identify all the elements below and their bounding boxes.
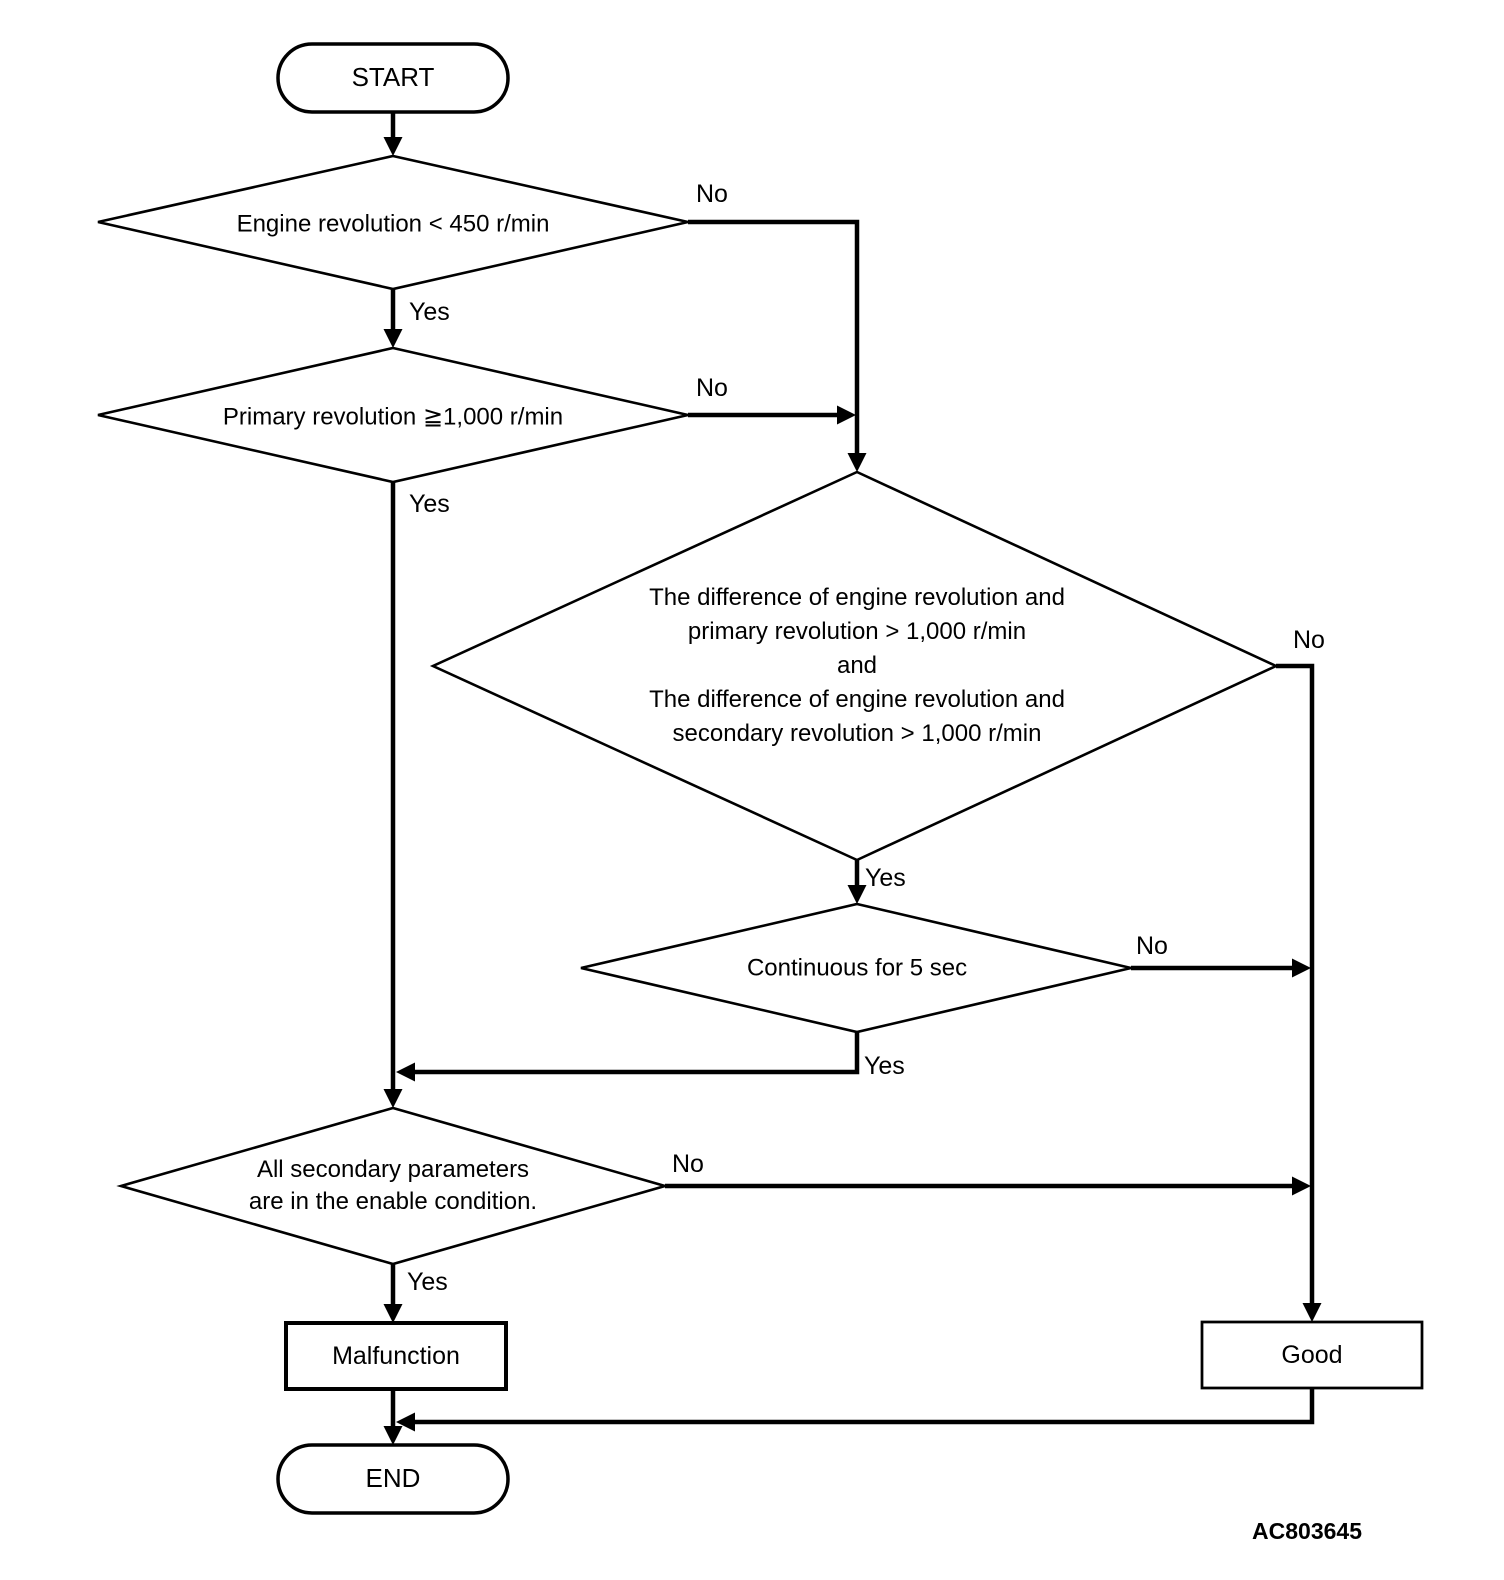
- primary-revolution-no-label: No: [696, 374, 728, 402]
- decision-secondary-parameters-shape: [116, 1106, 670, 1266]
- arrowhead-left-icon: [396, 1412, 415, 1432]
- arrowhead-right-icon: [1292, 1176, 1311, 1196]
- engine-revolution-yes-label: Yes: [409, 298, 450, 326]
- end-node-label: END: [365, 1463, 421, 1494]
- engine-revolution-no-label: No: [696, 180, 728, 208]
- arrowhead-down-icon: [383, 1089, 403, 1108]
- decision-continuous-shape: [580, 902, 1132, 1034]
- arrowhead-right-icon: [837, 405, 856, 425]
- arrowhead-down-icon: [383, 137, 403, 156]
- edge-good-to-end: [412, 1388, 1315, 1425]
- secondary-parameters-yes-label: Yes: [407, 1268, 448, 1296]
- decision-primary-revolution-shape: [97, 346, 689, 484]
- arrowhead-down-icon: [1302, 1303, 1322, 1322]
- arrowhead-left-icon: [396, 1062, 415, 1082]
- primary-revolution-yes-label: Yes: [409, 490, 450, 518]
- arrowheads: [383, 137, 1322, 1445]
- arrowhead-down-icon: [383, 1304, 403, 1323]
- decision-engine-revolution-label: Engine revolution < 450 r/min: [236, 210, 550, 238]
- continuous-no-label: No: [1136, 932, 1168, 960]
- end-node-shape: [276, 1443, 510, 1515]
- decision-revolution-difference-shape: [429, 470, 1280, 862]
- secondary-parameters-no-label: No: [672, 1150, 704, 1178]
- node-shapes: [97, 42, 1424, 1515]
- arrowhead-down-icon: [383, 329, 403, 348]
- malfunction-node-shape: [284, 1321, 508, 1391]
- decision-engine-revolution-shape: [97, 154, 689, 291]
- continuous-yes-label: Yes: [864, 1052, 905, 1080]
- start-node-shape: [276, 42, 510, 114]
- decision-revolution-difference-label: The difference of engine revolution and …: [649, 584, 1065, 747]
- revolution-difference-yes-label: Yes: [865, 864, 906, 892]
- malfunction-node-label: Malfunction: [332, 1341, 460, 1370]
- figure-code: AC803645: [1252, 1518, 1362, 1544]
- connectors: [390, 112, 1315, 1432]
- edge-difference-no: [1276, 663, 1315, 1308]
- arrowhead-right-icon: [1292, 958, 1311, 978]
- arrowhead-down-icon: [383, 1426, 403, 1445]
- edge-engine-no: [688, 219, 860, 458]
- arrowhead-down-icon: [847, 885, 867, 904]
- edge-continuous-yes: [414, 1032, 860, 1075]
- good-node-label: Good: [1281, 1340, 1343, 1369]
- decision-secondary-parameters-label: All secondary parameters are in the enab…: [248, 1156, 538, 1215]
- decision-primary-revolution-label: Primary revolution ≧1,000 r/min: [222, 403, 564, 431]
- start-node-label: START: [351, 62, 435, 93]
- good-node-shape: [1200, 1320, 1424, 1390]
- arrowhead-down-icon: [847, 453, 867, 472]
- revolution-difference-no-label: No: [1293, 626, 1325, 654]
- decision-continuous-label: Continuous for 5 sec: [746, 954, 968, 982]
